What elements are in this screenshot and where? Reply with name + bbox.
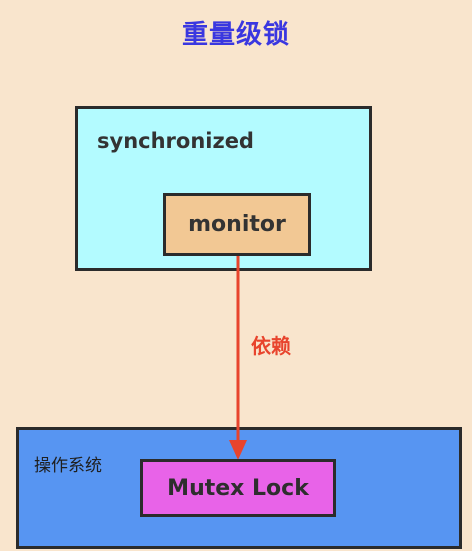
diagram-title: 重量级锁 <box>181 20 290 50</box>
mutex-lock-box: Mutex Lock <box>140 459 336 517</box>
synchronized-label: synchronized <box>97 129 254 153</box>
operating-system-label: 操作系统 <box>34 456 102 476</box>
dependency-label: 依赖 <box>251 334 291 358</box>
monitor-box: monitor <box>163 193 311 256</box>
